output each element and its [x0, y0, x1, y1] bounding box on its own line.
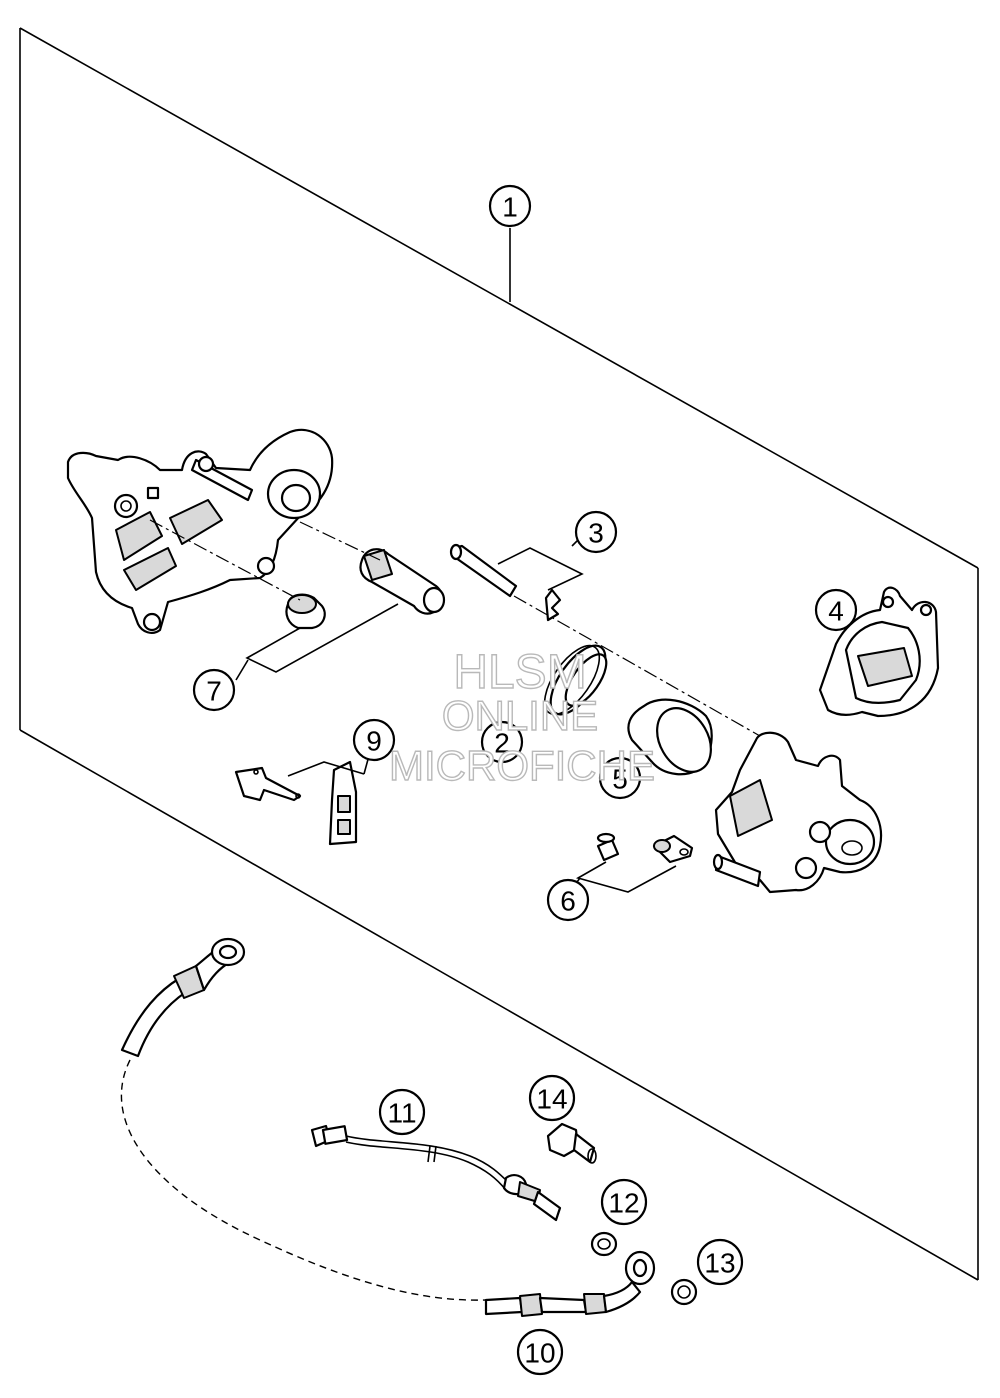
callout-9: 9	[352, 718, 396, 762]
caliper-bracket	[66, 428, 334, 634]
callout-3: 3	[574, 510, 618, 554]
assembly-frame	[19, 27, 979, 1281]
callout-14: 14	[528, 1074, 576, 1122]
watermark: HLSM ONLINE MICROFICHE	[388, 645, 655, 789]
leader-3	[497, 547, 584, 591]
callout-13: 13	[696, 1238, 744, 1286]
pad-pin	[449, 543, 518, 598]
watermark-line-1: HLSM	[453, 646, 586, 699]
piston-seal	[543, 644, 608, 716]
callout-2-label: 2	[494, 728, 510, 759]
callout-6: 6	[546, 878, 590, 922]
callout-13-label: 13	[704, 1248, 735, 1279]
axis-caliper	[513, 595, 761, 737]
callout-11-label: 11	[387, 1098, 416, 1129]
callout-5-label: 5	[612, 764, 628, 795]
callout-12: 12	[600, 1178, 648, 1226]
axis-pin-short	[149, 519, 301, 601]
bleeder-screw	[652, 834, 694, 864]
retaining-clip	[544, 588, 562, 622]
callout-1: 1	[488, 184, 532, 228]
slide-pin-short	[285, 593, 326, 630]
brake-hose	[120, 937, 656, 1317]
brake-light-switch	[310, 1124, 562, 1222]
axis-pin-long	[299, 521, 381, 561]
banjo-bolt	[546, 1122, 597, 1164]
callout-3-label: 3	[588, 518, 604, 549]
callout-2: 2	[480, 720, 524, 764]
callout-4: 4	[814, 588, 858, 632]
callout-12-label: 12	[608, 1188, 639, 1219]
callout-9-label: 9	[366, 726, 382, 757]
leader-9	[287, 761, 365, 777]
pad-spring	[234, 766, 302, 802]
leader-6	[575, 861, 677, 893]
callout-6-label: 6	[560, 886, 576, 917]
watermark-line-2: ONLINE	[442, 692, 598, 739]
callout-5: 5	[598, 756, 642, 800]
callout-11: 11	[378, 1088, 426, 1136]
callout-10: 10	[516, 1328, 564, 1376]
pad-plate	[328, 760, 358, 846]
callout-1-label: 1	[502, 192, 518, 223]
callout-10-label: 10	[524, 1338, 555, 1369]
caliper-housing	[712, 731, 883, 894]
bleeder-cap	[596, 832, 620, 862]
callout-7: 7	[192, 668, 236, 712]
callout-14-label: 14	[536, 1084, 567, 1115]
piston	[627, 698, 713, 776]
callout-7-label: 7	[206, 676, 222, 707]
sealing-ring-12	[590, 1231, 618, 1257]
slide-pin-long	[359, 548, 446, 615]
sealing-ring-13	[670, 1278, 698, 1306]
brake-pads	[818, 586, 940, 718]
callout-4-label: 4	[828, 596, 844, 627]
leader-7	[245, 603, 399, 673]
watermark-line-3: MICROFICHE	[389, 742, 655, 789]
